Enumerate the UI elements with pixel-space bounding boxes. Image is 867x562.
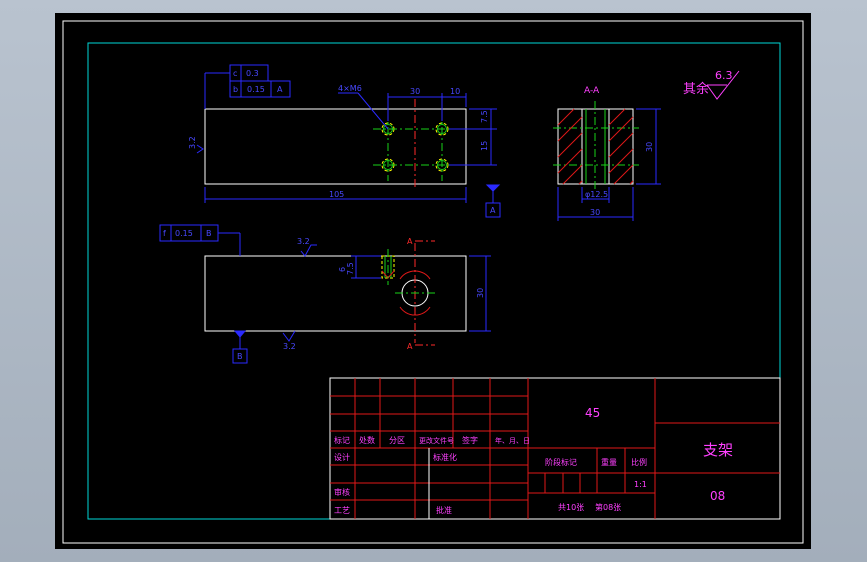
rev-header-doc: 更改文件号 [419, 436, 454, 445]
tolerance-frame-top: c 0.3 b 0.15 A [204, 64, 291, 109]
section-height-dim: 30 [645, 142, 654, 152]
datum-b-symbol: B [232, 330, 248, 364]
rev-header-zone: 分区 [389, 436, 405, 445]
row-approve: 批准 [436, 505, 452, 515]
section-label: A-A [584, 86, 600, 96]
material: 45 [585, 406, 600, 420]
scale-value: 1:1 [634, 480, 647, 489]
side-view-outline [204, 255, 467, 332]
dim-edge-y: 7.5 [480, 110, 489, 123]
drawing-number: 08 [710, 489, 725, 503]
top-view: 105 30 10 7.5 15 4×M6 c 0.3 b 0.15 A [188, 64, 501, 218]
cut-label-a-top: A [407, 237, 413, 246]
hole-callout: 4×M6 [338, 84, 362, 93]
tapped-hole-section [381, 249, 395, 285]
dim-length: 105 [329, 190, 344, 199]
svg-text:A: A [490, 206, 496, 215]
stage-mark-label: 阶段标记 [545, 457, 577, 467]
side-height-dim: 30 [476, 288, 485, 298]
section-a-a: A-A 30 φ12.5 [553, 86, 661, 221]
row-review: 审核 [334, 487, 350, 497]
svg-text:c: c [233, 69, 237, 78]
rev-header-date: 年、月、日 [495, 436, 530, 445]
depth-dim-a: 6 [338, 267, 347, 272]
weight-label: 重量 [601, 457, 617, 467]
outer-frame [62, 20, 804, 544]
rest-roughness-note: 其余 6.3 [683, 69, 740, 100]
rev-header-mark: 标记 [334, 435, 350, 445]
row-design: 设计 [334, 452, 350, 462]
section-hole-dim: φ12.5 [585, 190, 608, 199]
svg-text:0.3: 0.3 [246, 69, 259, 78]
dim-pitch-y: 15 [480, 141, 489, 151]
depth-dim-b: 7.5 [346, 262, 355, 275]
svg-text:A: A [277, 85, 283, 94]
row-standard: 标准化 [433, 452, 457, 462]
cut-label-a-bottom: A [407, 342, 413, 351]
dim-pitch-x: 30 [410, 87, 420, 96]
row-process: 工艺 [334, 506, 350, 515]
sheet-number: 第08张 [595, 502, 621, 512]
datum-a-symbol: A [485, 184, 501, 218]
rev-header-count: 处数 [359, 435, 375, 445]
drawing-sheet: 105 30 10 7.5 15 4×M6 c 0.3 b 0.15 A [55, 13, 811, 549]
svg-text:b: b [233, 85, 238, 94]
svg-text:f: f [163, 229, 166, 238]
drawing-canvas: 105 30 10 7.5 15 4×M6 c 0.3 b 0.15 A [62, 20, 804, 544]
svg-text:0.15: 0.15 [175, 229, 193, 238]
svg-text:B: B [237, 352, 243, 361]
roughness-left: 3.2 [188, 136, 197, 149]
rest-roughness-label: 其余 [683, 81, 709, 97]
side-roughness: 3.2 [297, 237, 310, 246]
svg-text:B: B [206, 229, 212, 238]
bottom-roughness: 3.2 [283, 342, 296, 351]
side-view: A A 6 7.5 30 3.2 f 0.15 B [159, 224, 491, 364]
title-block: 标记 处数 分区 更改文件号 签字 年、月、日 设计 标准化 审核 工艺 批准 … [329, 377, 781, 520]
top-view-outline [204, 108, 467, 185]
rev-header-sign: 签字 [462, 435, 478, 445]
part-name: 支架 [703, 441, 733, 459]
sheet-total: 共10张 [558, 503, 584, 512]
dim-edge-x: 10 [450, 87, 460, 96]
scale-label: 比例 [631, 457, 647, 467]
rest-roughness-value: 6.3 [715, 69, 733, 82]
section-width-dim: 30 [590, 208, 600, 217]
tolerance-frame-side: f 0.15 B [159, 224, 241, 256]
svg-text:0.15: 0.15 [247, 85, 265, 94]
